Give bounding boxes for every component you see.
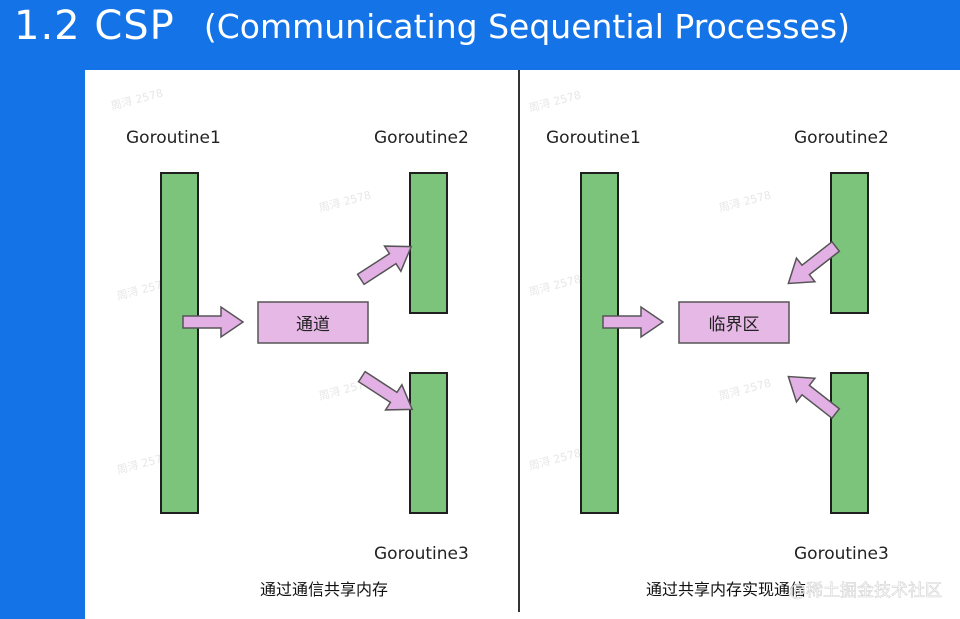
left-goroutine2-bar [409, 172, 448, 314]
right-goroutine2-bar [830, 172, 869, 314]
arrow-channel-to-goroutine2 [356, 245, 413, 286]
watermark-tile: 周浔 2578 [317, 188, 372, 214]
left-goroutine3-bar [409, 372, 448, 514]
channel-box-label: 通道 [296, 315, 330, 335]
right-goroutine3-bar [830, 372, 869, 514]
diagram-panel [85, 70, 960, 619]
title-main: 1.2 CSP [14, 3, 175, 49]
watermark-tile: 周浔 2578 [717, 376, 772, 402]
arrow-goroutine2-to-critical-section [787, 240, 841, 285]
watermark-tile: 周浔 2578 [527, 88, 582, 114]
right-caption: 通过共享内存实现通信 [646, 580, 806, 599]
watermark-tile: 周浔 2578 [109, 86, 164, 112]
watermark-tile: 周浔 2578 [527, 446, 582, 472]
arrow-right-to-channel [182, 305, 245, 339]
left-diagram: Goroutine1 Goroutine2 Goroutine3 通道 通过通信… [126, 128, 469, 599]
left-goroutine1-bar [160, 172, 199, 514]
right-goroutine1-bar [580, 172, 619, 514]
right-diagram: Goroutine1 Goroutine2 Goroutine3 临界区 通过共… [546, 128, 889, 599]
brand-watermark: @稀土掘金技术社区 [789, 581, 942, 601]
channel-box [257, 301, 369, 344]
left-goroutine2-label: Goroutine2 [374, 128, 469, 148]
title-subtitle: (Communicating Sequential Processes) [203, 6, 850, 46]
left-goroutine3-label: Goroutine3 [374, 544, 469, 564]
critical-section-label: 临界区 [709, 315, 760, 335]
left-goroutine1-label: Goroutine1 [126, 128, 221, 148]
left-caption: 通过通信共享内存 [260, 580, 388, 599]
right-goroutine1-label: Goroutine1 [546, 128, 641, 148]
critical-section-box [678, 301, 790, 344]
slide-title: 1.2 CSP (Communicating Sequential Proces… [14, 6, 850, 46]
arrow-right-to-critical-section [602, 305, 665, 339]
watermark-tile: 周浔 2578 [527, 272, 582, 298]
watermark-tile: 周浔 2578 [717, 188, 772, 214]
right-goroutine3-label: Goroutine3 [794, 544, 889, 564]
arrow-goroutine3-to-critical-section [787, 375, 841, 420]
right-goroutine2-label: Goroutine2 [794, 128, 889, 148]
arrow-channel-to-goroutine3 [357, 370, 414, 411]
